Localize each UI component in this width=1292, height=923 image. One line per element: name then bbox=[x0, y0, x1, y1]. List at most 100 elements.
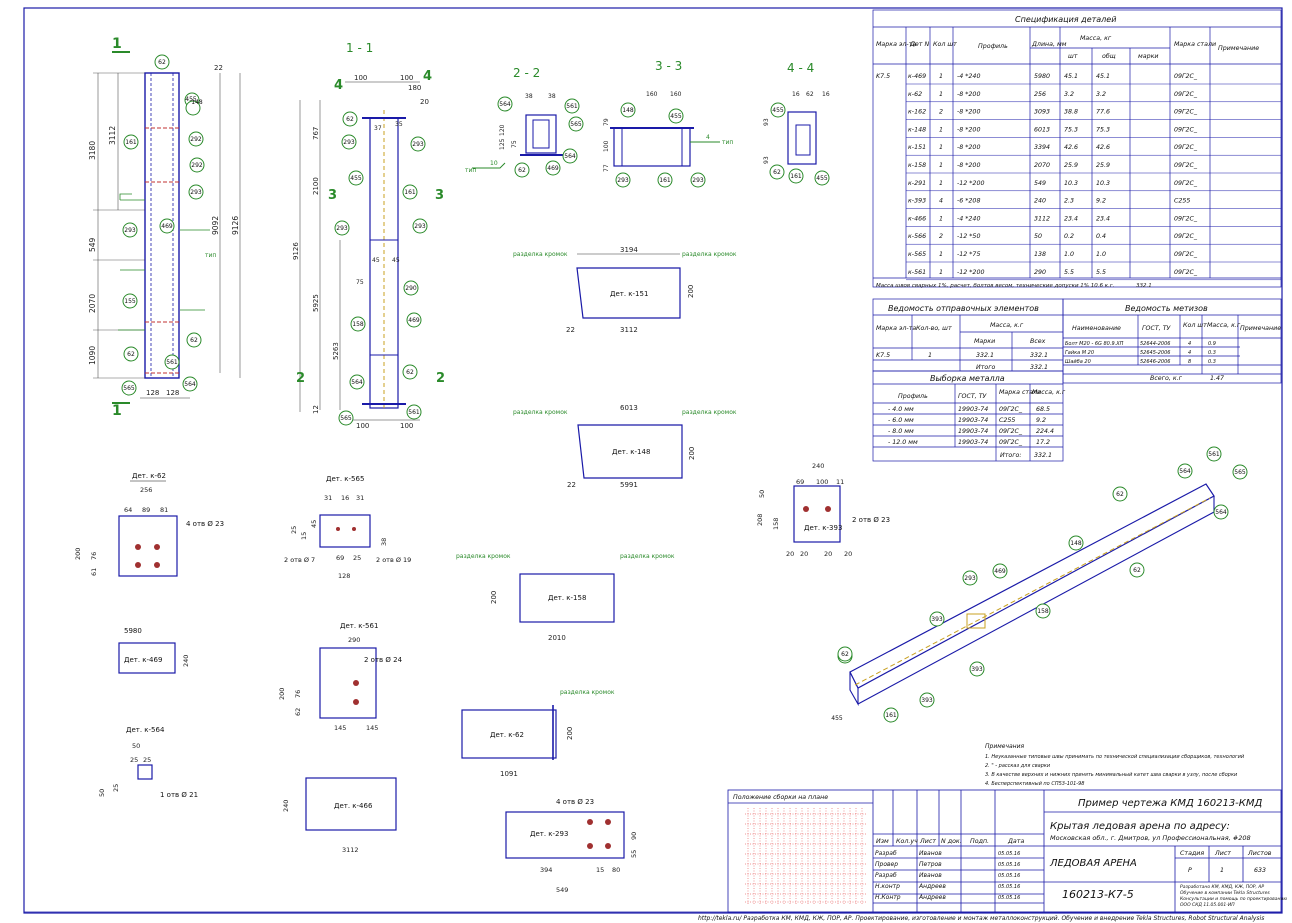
hw-cell: 52646-2006 bbox=[1140, 359, 1170, 365]
mark: 393 bbox=[931, 616, 943, 623]
mark: 564 bbox=[1215, 509, 1227, 516]
mark: 155 bbox=[124, 298, 136, 305]
stamp-date: 05.05.16 bbox=[998, 873, 1020, 879]
dim: 128 bbox=[146, 389, 159, 397]
dim: 38 bbox=[525, 93, 533, 100]
spec-cell: 4 bbox=[939, 198, 943, 205]
spec-cell: 50 bbox=[1034, 233, 1042, 240]
mark: 564 bbox=[184, 381, 196, 388]
spec-cell: 1 bbox=[939, 144, 943, 151]
loc-label: Положение сборки на плане bbox=[733, 793, 828, 801]
spec-head: Дет N bbox=[909, 41, 929, 48]
cut-label: 2 bbox=[296, 371, 305, 386]
dim: 240 bbox=[282, 800, 290, 812]
dim: 145 bbox=[366, 724, 378, 732]
plate-title: Дет. к-62 bbox=[132, 472, 166, 480]
detail-k62-strip: 1091 200 Дет. к-62 разделка кромок bbox=[461, 689, 615, 778]
dim: 549 bbox=[556, 886, 568, 894]
dim: 93 bbox=[763, 118, 770, 126]
mark: 62 bbox=[1116, 491, 1124, 498]
section-4-4: 4 - 4 16 62 16 93 93 455 62 161 455 bbox=[763, 61, 830, 186]
mark: 293 bbox=[964, 575, 976, 582]
spec-cell: 2070 bbox=[1034, 162, 1050, 169]
spec-cell: 2 bbox=[939, 233, 943, 240]
spec-cell: 1 bbox=[939, 251, 943, 258]
dim: 100 bbox=[400, 74, 413, 82]
edge-note: разделка кромок bbox=[620, 553, 675, 560]
hw-cell: 0.9 bbox=[1208, 341, 1216, 347]
hw-cell: Болт М20 - 6G 80.9.XП bbox=[1065, 341, 1124, 347]
hardware-text: Ведомость метизов Наименование ГОСТ, ТУ … bbox=[1072, 304, 1281, 332]
stamp-date: 05.05.16 bbox=[998, 895, 1020, 901]
metal-head: Профиль bbox=[898, 393, 928, 400]
stage-head: Лист bbox=[1214, 850, 1231, 857]
spec-cell: 75.3 bbox=[1064, 126, 1078, 133]
spec-cell: 09Г2С_ bbox=[1174, 215, 1198, 222]
mark: 455 bbox=[185, 96, 197, 103]
dim: 20 bbox=[800, 550, 808, 558]
mark: 455 bbox=[831, 715, 843, 722]
mark: 161 bbox=[659, 177, 671, 184]
spec-cell: 38.8 bbox=[1064, 109, 1078, 116]
spec-cell: 23.4 bbox=[1096, 215, 1110, 222]
dim: 25 bbox=[143, 756, 151, 764]
metal-head: ГОСТ, ТУ bbox=[958, 393, 988, 400]
dim: 9126 bbox=[292, 242, 300, 260]
detail-k158: 2010 200 Дет. к-158 разделка кромок разд… bbox=[456, 553, 675, 642]
spec-title: Спецификация деталей bbox=[1015, 15, 1116, 24]
spec-cell: 0.2 bbox=[1064, 233, 1074, 240]
ship-head: Марки bbox=[974, 338, 995, 345]
mark: 292 bbox=[190, 136, 202, 143]
stage-val: 633 bbox=[1254, 867, 1266, 874]
dim: 79 bbox=[603, 118, 610, 126]
spec-cell: 3112 bbox=[1034, 215, 1050, 222]
mark: 62 bbox=[127, 351, 135, 358]
spec-cell: к-566 bbox=[908, 233, 926, 240]
metal-total-label: Итого: bbox=[1000, 452, 1022, 459]
spec-head: общ bbox=[1102, 52, 1116, 60]
mark: 455 bbox=[350, 175, 362, 182]
dim: 55 bbox=[630, 850, 638, 858]
mark: 161 bbox=[885, 712, 897, 719]
mark: 62 bbox=[158, 59, 166, 66]
dim: 200 bbox=[74, 548, 82, 560]
hw-cell: 52644-2006 bbox=[1140, 341, 1170, 347]
stamp-name: Андреев bbox=[918, 894, 946, 901]
holes-note: 2 отв Ø 7 bbox=[284, 556, 315, 564]
dim: 45 bbox=[310, 520, 318, 528]
metal-head: Марка стали bbox=[999, 389, 1041, 396]
metal-cell: - 6.0 мм bbox=[888, 417, 914, 424]
dim: 35 bbox=[395, 121, 403, 128]
mark: 469 bbox=[161, 223, 173, 230]
dim: 93 bbox=[763, 156, 770, 164]
mark: 293 bbox=[343, 139, 355, 146]
dim: 76 bbox=[294, 690, 302, 698]
detail-k151: 3194 3112 200 22 Дет. к-151 разделка кро… bbox=[513, 246, 737, 334]
metal-cell: 09Г2С_ bbox=[999, 428, 1023, 435]
spec-cell: 23.4 bbox=[1064, 215, 1078, 222]
mark: 292 bbox=[191, 162, 203, 169]
spec-cell: -12 *200 bbox=[957, 180, 984, 187]
dim: 38 bbox=[548, 93, 556, 100]
spec-head: Марка стали bbox=[1174, 41, 1216, 48]
spec-cell: к-148 bbox=[908, 126, 926, 133]
mark: 561 bbox=[166, 359, 178, 366]
spec-cell: 3394 bbox=[1034, 144, 1050, 151]
dim: 37 bbox=[374, 125, 382, 132]
dim: 81 bbox=[160, 506, 168, 514]
mark: 62 bbox=[346, 116, 354, 123]
mark: 293 bbox=[412, 141, 424, 148]
dim: 5991 bbox=[620, 481, 638, 489]
ship-head: Всех bbox=[1030, 338, 1046, 345]
dim: 31 bbox=[324, 494, 332, 502]
edge-note: разделка кромок bbox=[560, 689, 615, 696]
spec-cell: 09Г2С_ bbox=[1174, 109, 1198, 116]
dim: 158 bbox=[772, 518, 780, 530]
stamp-col: Лист bbox=[919, 838, 936, 845]
spec-cell: 1 bbox=[939, 91, 943, 98]
mark: 469 bbox=[547, 165, 559, 172]
